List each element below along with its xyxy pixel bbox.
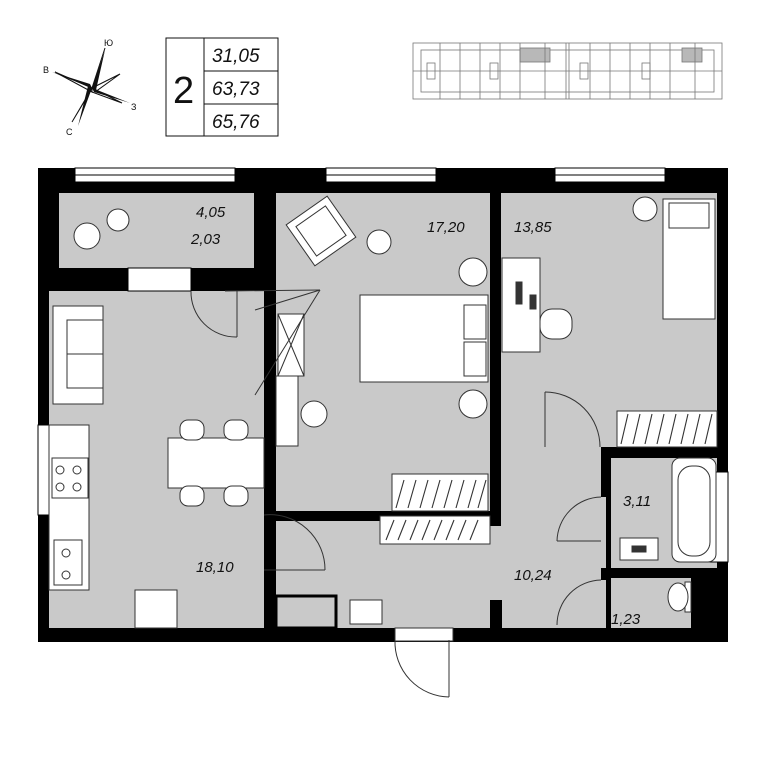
- balcony-furniture: [73, 208, 130, 250]
- entrance-door[interactable]: [394, 627, 454, 698]
- balcony-reduced-area-label: 2,03: [190, 231, 221, 248]
- dining-table: [167, 419, 265, 507]
- kitchen-living-area-label: 18,10: [196, 559, 234, 576]
- toilet-icon: [667, 581, 692, 613]
- room-wardrobe-hatching: [620, 413, 713, 445]
- sofa-icon: [52, 305, 104, 405]
- tv-cabinet: [275, 313, 328, 447]
- compass-north-label: Ю: [104, 38, 113, 48]
- bathroom-area-label: 3,11: [623, 493, 651, 510]
- summary-table: [165, 37, 279, 137]
- hallway-area-label: 10,24: [514, 567, 552, 584]
- hallway-floor-upper: [501, 447, 606, 527]
- wardrobe-hatching: [385, 479, 487, 541]
- interior-walls: [237, 193, 717, 630]
- room-count: 2: [173, 70, 194, 112]
- compass-rose: [52, 47, 130, 126]
- total-area-value: 63,73: [212, 79, 260, 100]
- toilet-area-label: 1,23: [611, 611, 641, 628]
- compass-east-label: З: [131, 102, 136, 112]
- bathtub-icon: [671, 457, 717, 563]
- hallway-furniture: [349, 599, 383, 625]
- kitchen-counter: [48, 424, 178, 629]
- living-area-value: 31,05: [212, 46, 260, 67]
- sink-icon: [619, 537, 659, 561]
- room-furniture: [501, 196, 718, 448]
- room-area-label: 13,85: [514, 219, 552, 236]
- compass-south-label: С: [66, 127, 73, 137]
- compass-west-label: В: [43, 65, 49, 75]
- bedroom-area-label: 17,20: [427, 219, 465, 236]
- total-area-with-loggia-value: 65,76: [212, 112, 260, 133]
- bedroom-furniture: [285, 195, 491, 545]
- building-key-plan: [412, 42, 723, 100]
- room-door-swing: [544, 391, 602, 626]
- kitchen-door-swing: [190, 289, 326, 571]
- balcony-area-label: 4,05: [196, 204, 226, 221]
